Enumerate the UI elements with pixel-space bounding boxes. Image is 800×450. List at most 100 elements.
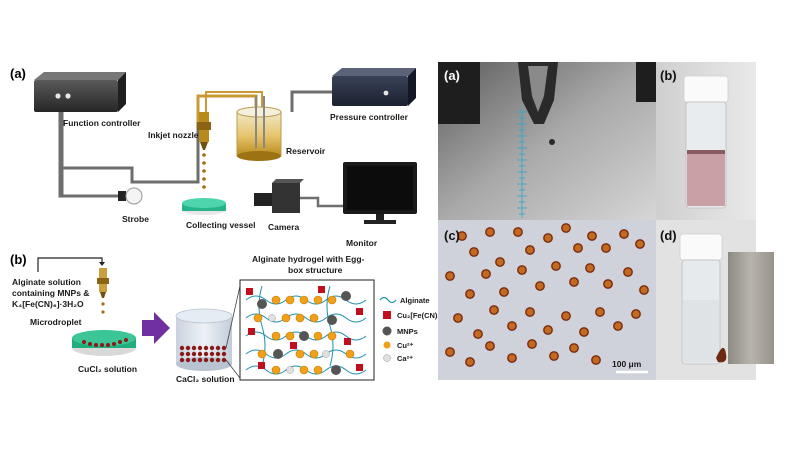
inkjet-nozzle-label: Inkjet nozzle: [148, 130, 199, 140]
zoom-line-bottom: [225, 359, 241, 379]
particle: [457, 231, 467, 241]
strobe-label: Strobe: [122, 214, 149, 224]
particle: [639, 285, 649, 295]
particle: [561, 223, 571, 233]
ruler: [517, 108, 527, 218]
function-controller-box: [34, 72, 126, 112]
particle: [465, 289, 475, 299]
particle: [525, 245, 535, 255]
process-arrow: [142, 312, 170, 344]
particle: [507, 321, 517, 331]
reservoir-label: Reservoir: [286, 146, 326, 156]
particle: [527, 339, 537, 349]
collected-beads: [716, 347, 727, 363]
particle: [445, 271, 455, 281]
particle: [445, 347, 455, 357]
schematic-panel-a: (a) Function controller Strobe: [10, 66, 417, 248]
reservoir: [236, 96, 282, 161]
particle: [543, 233, 553, 243]
legend-mnps: MNPs: [397, 327, 418, 336]
legend-mnps-swatch: [382, 326, 392, 336]
particle: [513, 227, 523, 237]
particle: [543, 325, 553, 335]
particle: [635, 239, 645, 249]
strobe-wire: [58, 112, 124, 198]
particle: [485, 341, 495, 351]
particle: [613, 321, 623, 331]
legend-ca-swatch: [383, 354, 391, 362]
particle: [551, 261, 561, 271]
camera: [254, 179, 304, 213]
particle: [465, 357, 475, 367]
particle: [473, 329, 483, 339]
scale-bar-label: 100 μm: [612, 359, 642, 369]
cucl2-label: CuCl₂ solution: [78, 364, 137, 374]
legend-cu: Cu²⁺: [397, 341, 413, 350]
panel-b-letter: (b): [10, 252, 27, 267]
particle: [561, 311, 571, 321]
feed-arrowhead: [99, 262, 105, 266]
particle: [535, 281, 545, 291]
hydrogel-title-1: Alginate hydrogel with Egg-: [252, 254, 365, 264]
particle: [603, 279, 613, 289]
particle: [587, 231, 597, 241]
alginate-text-3: K₄[Fe(CN)₆]·3H₂O: [12, 299, 84, 309]
legend-cu2fe-swatch: [383, 311, 391, 319]
pressure-controller-label: Pressure controller: [330, 112, 409, 122]
particle: [525, 307, 535, 317]
particle: [453, 313, 463, 323]
camera-wire: [300, 196, 344, 208]
legend-cu2fe: Cu₂[Fe(CN)₆]: [397, 311, 444, 320]
particle: [601, 243, 611, 253]
pressure-controller-box: [332, 68, 416, 106]
particle: [569, 277, 579, 287]
falling-droplets: [202, 153, 206, 189]
particle: [569, 343, 579, 353]
particle: [573, 243, 583, 253]
monitor: [343, 162, 417, 224]
alginate-text-1: Alginate solution: [12, 277, 81, 287]
inkjet-nozzle: [197, 112, 211, 150]
particle: [495, 257, 505, 267]
cacl2-label: CaCl₂ solution: [176, 374, 235, 384]
magnet: [728, 252, 774, 364]
particle: [485, 227, 495, 237]
photo-b-letter: (b): [660, 68, 677, 83]
particle: [595, 307, 605, 317]
small-nozzle: [97, 268, 109, 314]
function-controller-label: Function controller: [63, 118, 141, 128]
cucl2-dish: [72, 330, 136, 356]
strobe-light: [118, 187, 143, 205]
microdroplet-label: Microdroplet: [30, 317, 82, 327]
hydrogel-structure: [239, 279, 375, 381]
legend-cu-swatch: [383, 341, 391, 349]
photo-a-letter: (a): [444, 68, 460, 83]
particle: [591, 355, 601, 365]
particle: [499, 287, 509, 297]
collecting-vessel: [182, 198, 226, 215]
particle: [619, 229, 629, 239]
hydrogel-title-2: box structure: [288, 265, 343, 275]
monitor-label: Monitor: [346, 238, 378, 248]
photo-c-letter: (c): [444, 228, 460, 243]
particle: [507, 353, 517, 363]
legend-ca: Ca²⁺: [397, 354, 413, 363]
droplet-dot: [549, 139, 555, 145]
particle: [579, 327, 589, 337]
collecting-vessel-label: Collecting vessel: [186, 220, 255, 230]
photo-d-letter: (d): [660, 228, 677, 243]
particle: [585, 263, 595, 273]
cacl2-container: [175, 308, 233, 371]
particle: [481, 269, 491, 279]
particle: [517, 265, 527, 275]
alginate-text-2: containing MNPs &: [12, 288, 89, 298]
panel-a-letter: (a): [10, 66, 26, 81]
photo-panel-d: (d): [656, 220, 774, 380]
zoom-line-top: [225, 285, 241, 349]
legend-alginate-swatch: [379, 296, 397, 304]
photo-panel-a: (a): [438, 62, 656, 220]
particle: [549, 351, 559, 361]
particle: [631, 309, 641, 319]
hydrogel-legend: Alginate Cu₂[Fe(CN)₆] MNPs Cu²⁺ Ca²⁺: [379, 296, 444, 363]
